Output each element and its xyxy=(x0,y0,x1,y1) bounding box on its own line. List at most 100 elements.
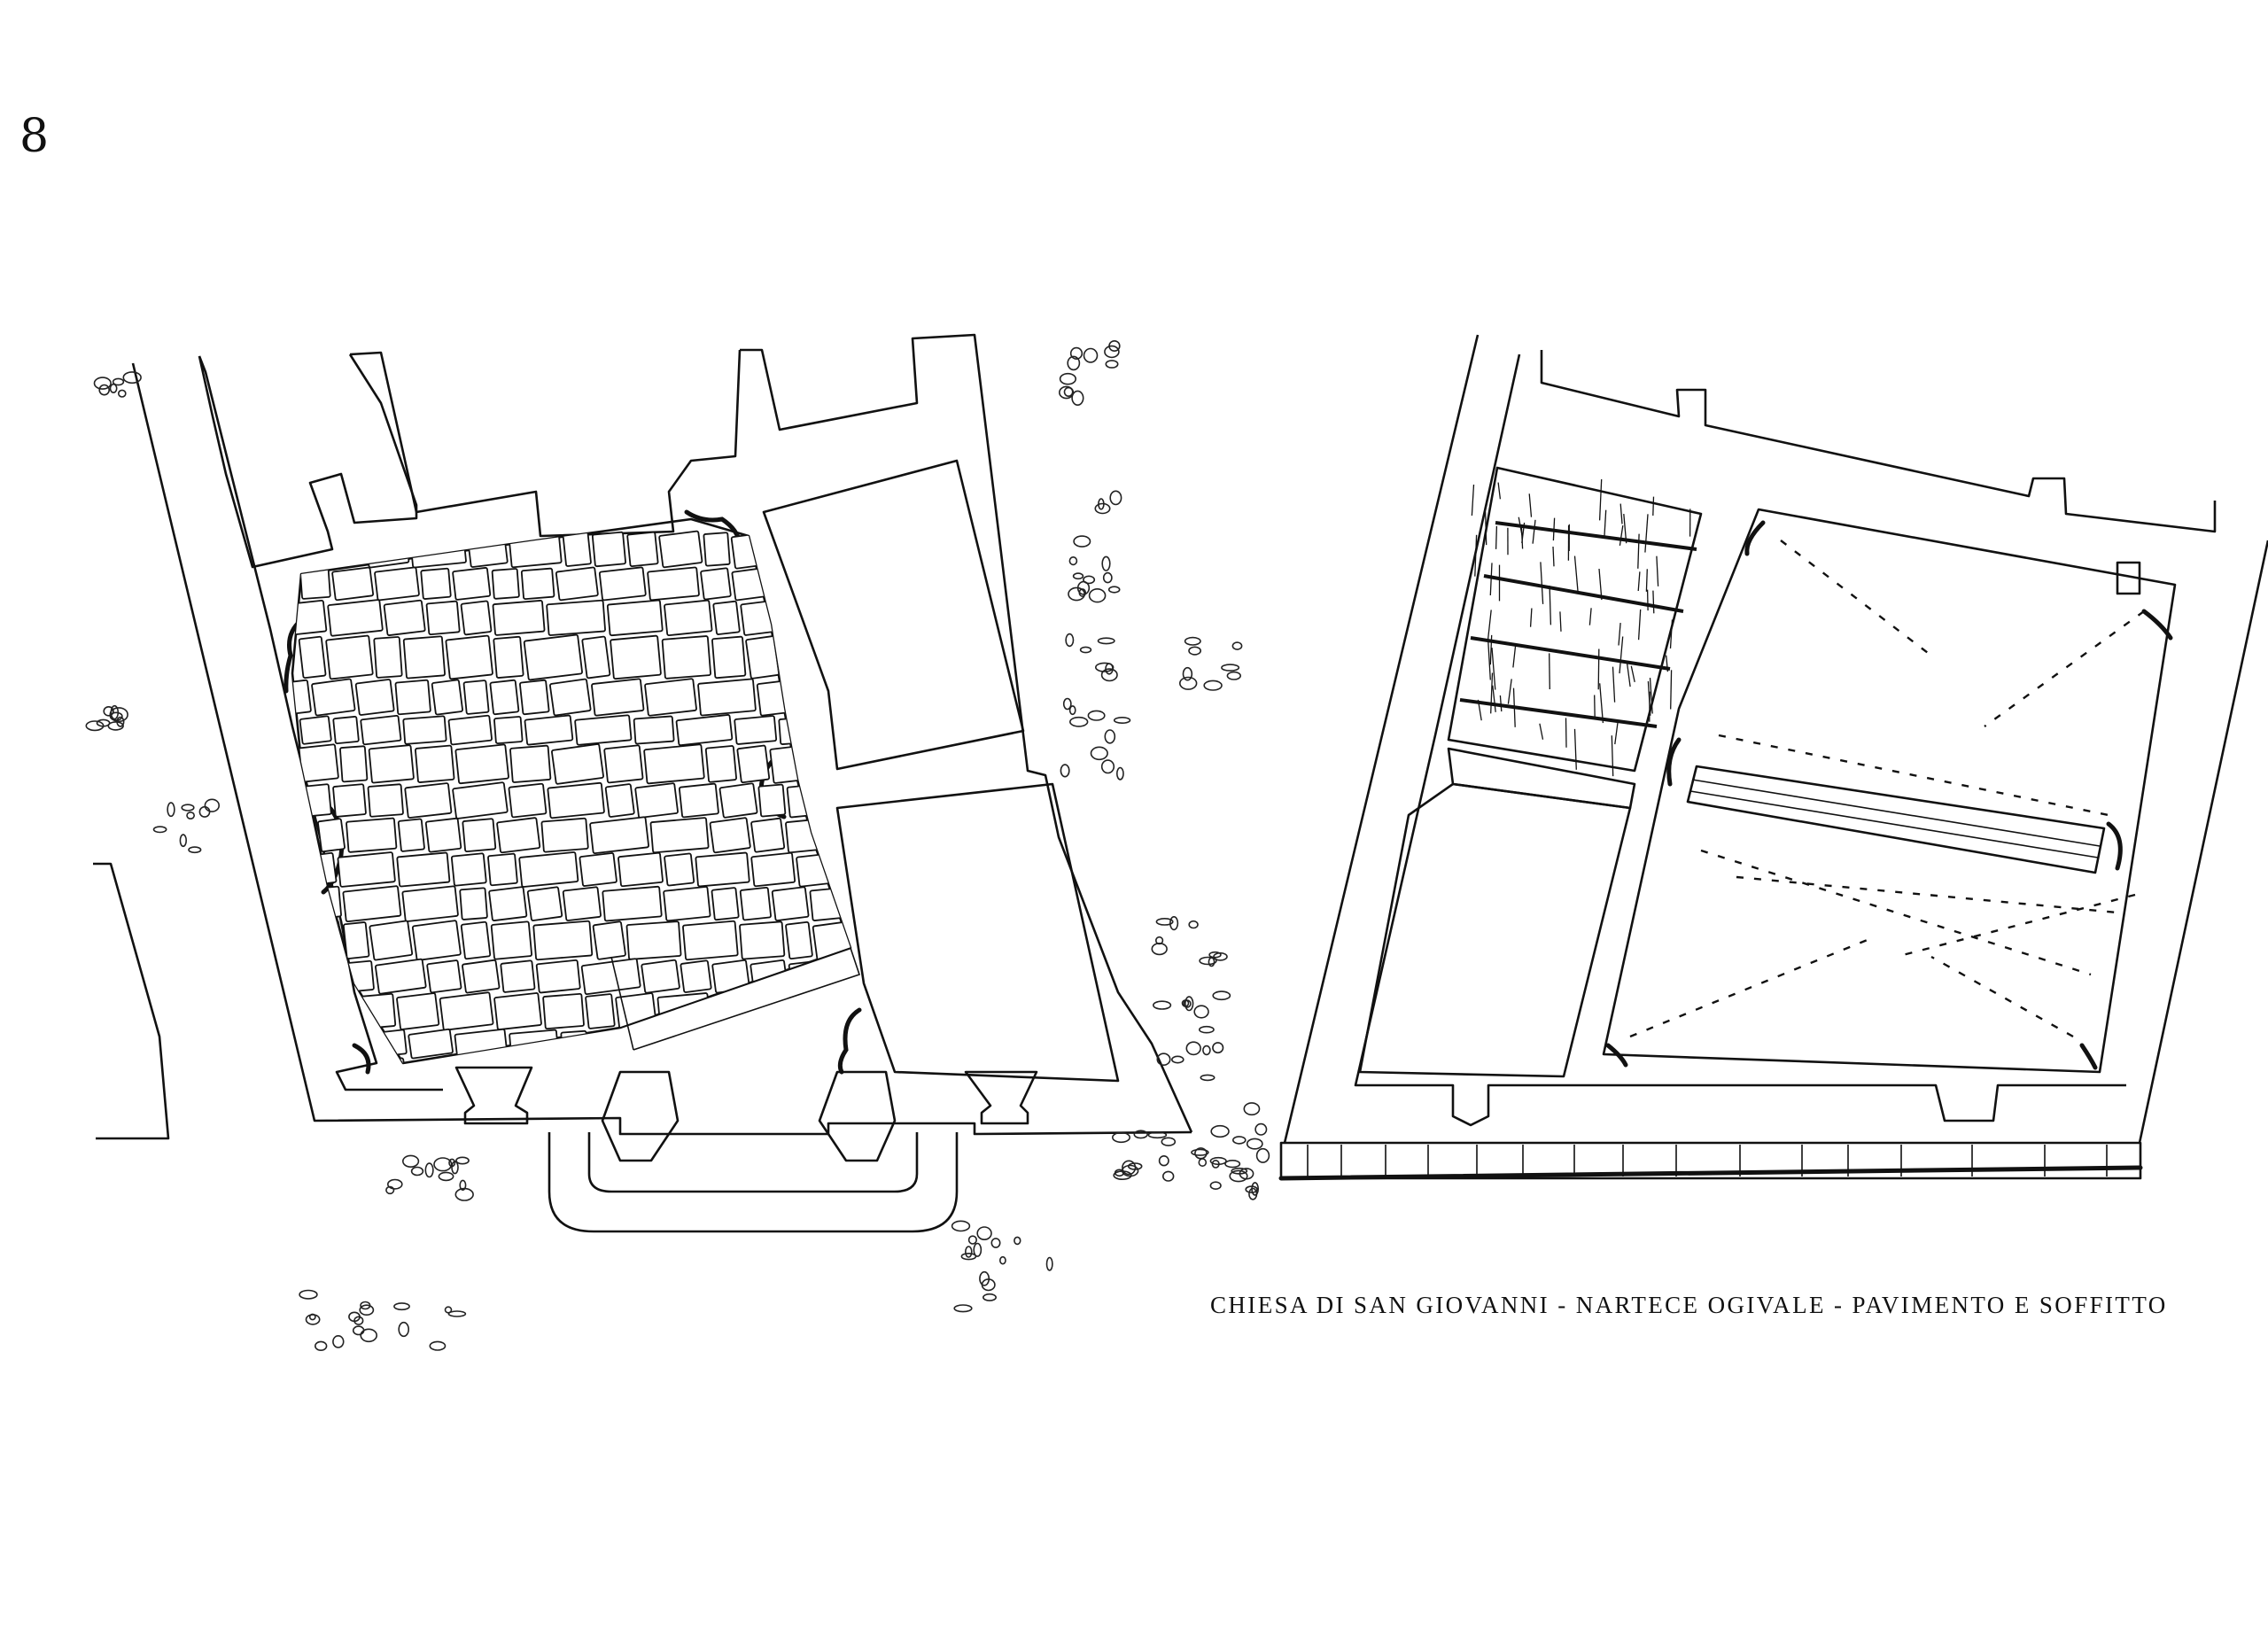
timber-hatch-line xyxy=(1614,722,1619,745)
timber-hatch-line xyxy=(1618,623,1621,646)
paving-stone xyxy=(408,1028,454,1060)
timber-hatch-line xyxy=(1487,610,1492,641)
ceiling-plan-west-wall xyxy=(1283,334,1480,1144)
paving-stone xyxy=(711,635,747,680)
rubble-pebble xyxy=(1100,668,1118,682)
floor-plan-entrance-porch xyxy=(548,1132,959,1233)
paving-stone xyxy=(736,744,771,784)
paving-stone xyxy=(298,635,327,680)
paving-stone xyxy=(524,714,574,746)
paving-stone xyxy=(325,634,374,680)
paving-stone xyxy=(834,531,850,568)
paving-stone xyxy=(394,679,431,716)
timber-hatch-line xyxy=(1565,718,1567,748)
paving-stone xyxy=(757,783,787,818)
rib-5 xyxy=(1700,849,2092,976)
rubble-pebble xyxy=(103,705,114,717)
paving-stone xyxy=(454,743,509,785)
rubble-pebble xyxy=(429,1340,447,1351)
paving-stone xyxy=(299,851,338,888)
floor-plan-upper-outline-2 xyxy=(349,349,742,538)
timber-hatch-line xyxy=(1619,503,1623,524)
timber-hatch-line xyxy=(1499,695,1503,712)
rubble-pebble xyxy=(1073,535,1091,548)
rubble-pebble xyxy=(1068,705,1076,716)
rubble-pebble xyxy=(1185,1041,1201,1056)
rubble-pebble xyxy=(1239,1168,1254,1180)
rubble-pebble xyxy=(107,721,124,731)
paving-stone xyxy=(770,1029,812,1059)
paving-stone xyxy=(439,991,494,1031)
rubble-pebble xyxy=(1045,1256,1053,1271)
rubble-pebble xyxy=(167,802,175,818)
paving-stone xyxy=(598,566,647,602)
floor-plan-molding-3 xyxy=(352,1043,371,1075)
paving-stone xyxy=(292,530,330,569)
paving-stone xyxy=(447,714,493,746)
paving-stone xyxy=(643,743,705,785)
rubble-pebble xyxy=(152,826,167,834)
rubble-pebble xyxy=(1083,347,1099,363)
paving-stone xyxy=(606,599,664,637)
paving-stone xyxy=(750,817,786,853)
rubble-pebble xyxy=(1063,386,1074,398)
paving-stone xyxy=(617,851,664,888)
ceiling-plan xyxy=(1278,334,2268,1181)
timber-hatch-line xyxy=(1487,638,1491,680)
paving-stone xyxy=(317,818,346,853)
rubble-pebble xyxy=(1161,1137,1177,1146)
paving-stone xyxy=(425,600,461,636)
rubble-pebble xyxy=(1202,1045,1211,1056)
timber-hatch-line xyxy=(1474,534,1478,577)
paving-stone xyxy=(292,743,339,785)
rubble-pebble xyxy=(1067,355,1081,371)
paving-stone xyxy=(679,1029,718,1058)
paving-stone xyxy=(462,959,501,994)
paving-stone xyxy=(661,635,711,680)
paving-stone xyxy=(836,816,850,855)
timber-beam xyxy=(1459,698,1658,728)
paving-stone xyxy=(591,678,645,717)
ceiling-plan-passage xyxy=(1447,747,1636,810)
paving-stone xyxy=(299,991,357,1031)
rubble-pebble xyxy=(967,1235,977,1245)
ceiling-plan-room-lower-left xyxy=(1358,782,1632,1078)
paving-stone xyxy=(346,817,398,853)
paving-stone xyxy=(792,531,835,568)
paving-stone xyxy=(658,530,703,569)
rubble-pebble xyxy=(990,1238,1001,1248)
rib-8 xyxy=(1736,875,2118,914)
paving-stone xyxy=(785,817,837,854)
paving-stone xyxy=(292,885,342,922)
paving-stone xyxy=(647,1056,704,1063)
paving-stone xyxy=(523,633,583,681)
paving-stone xyxy=(489,679,520,716)
ceiling-plan-molding-4 xyxy=(2106,821,2123,871)
timber-hatch-line xyxy=(1532,519,1536,544)
rubble-pebble xyxy=(1060,764,1070,778)
rubble-pebble xyxy=(1246,1138,1263,1150)
ceiling-plan-molding-2 xyxy=(2141,609,2173,641)
rib-1 xyxy=(1780,540,1932,656)
floor-plan-inner-room-line-2 xyxy=(610,956,634,1051)
paving-stone xyxy=(496,817,541,854)
paving-stone xyxy=(367,783,404,818)
paving-stone xyxy=(829,959,850,995)
rubble-pebble xyxy=(1232,1136,1247,1145)
paving-stone xyxy=(396,851,451,888)
paving-stone xyxy=(546,599,606,636)
timber-hatch-line xyxy=(1647,680,1651,716)
rubble-pebble xyxy=(447,1310,467,1317)
rubble-pebble xyxy=(999,1255,1006,1265)
rubble-pebble xyxy=(1065,633,1075,648)
paving-stone xyxy=(299,1058,338,1063)
timber-beam xyxy=(1483,574,1684,613)
paving-stone xyxy=(325,1029,364,1059)
paving-stone xyxy=(299,715,332,745)
timber-hatch-line xyxy=(1507,679,1512,704)
rubble-pebble xyxy=(1079,646,1092,654)
paving-stone xyxy=(445,634,493,680)
paving-stone xyxy=(332,716,360,745)
paving-stone xyxy=(420,567,452,600)
